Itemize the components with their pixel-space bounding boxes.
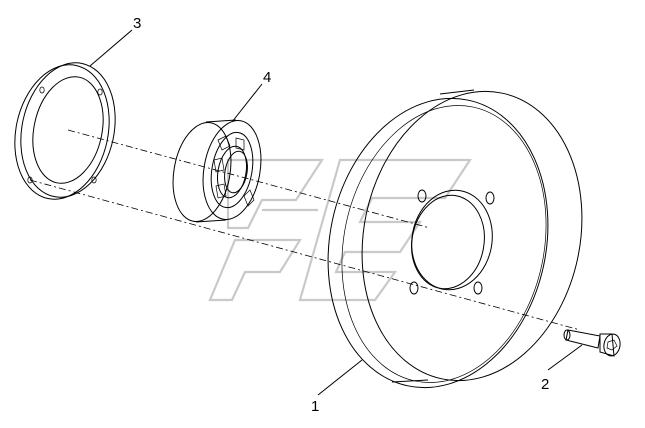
callout-part-2: 2 (541, 376, 549, 393)
bearing-part-4 (172, 119, 262, 223)
callout-part-3: 3 (133, 15, 141, 32)
callout-part-4: 4 (263, 69, 271, 86)
callout-part-1: 1 (311, 398, 319, 415)
leader-lines (89, 29, 583, 396)
axis-lines (29, 129, 581, 331)
watermark-logo (208, 158, 473, 302)
pulley-disc-part-1 (327, 89, 583, 389)
bolt-part-2 (563, 329, 621, 357)
cover-plate-part-3 (14, 62, 116, 200)
